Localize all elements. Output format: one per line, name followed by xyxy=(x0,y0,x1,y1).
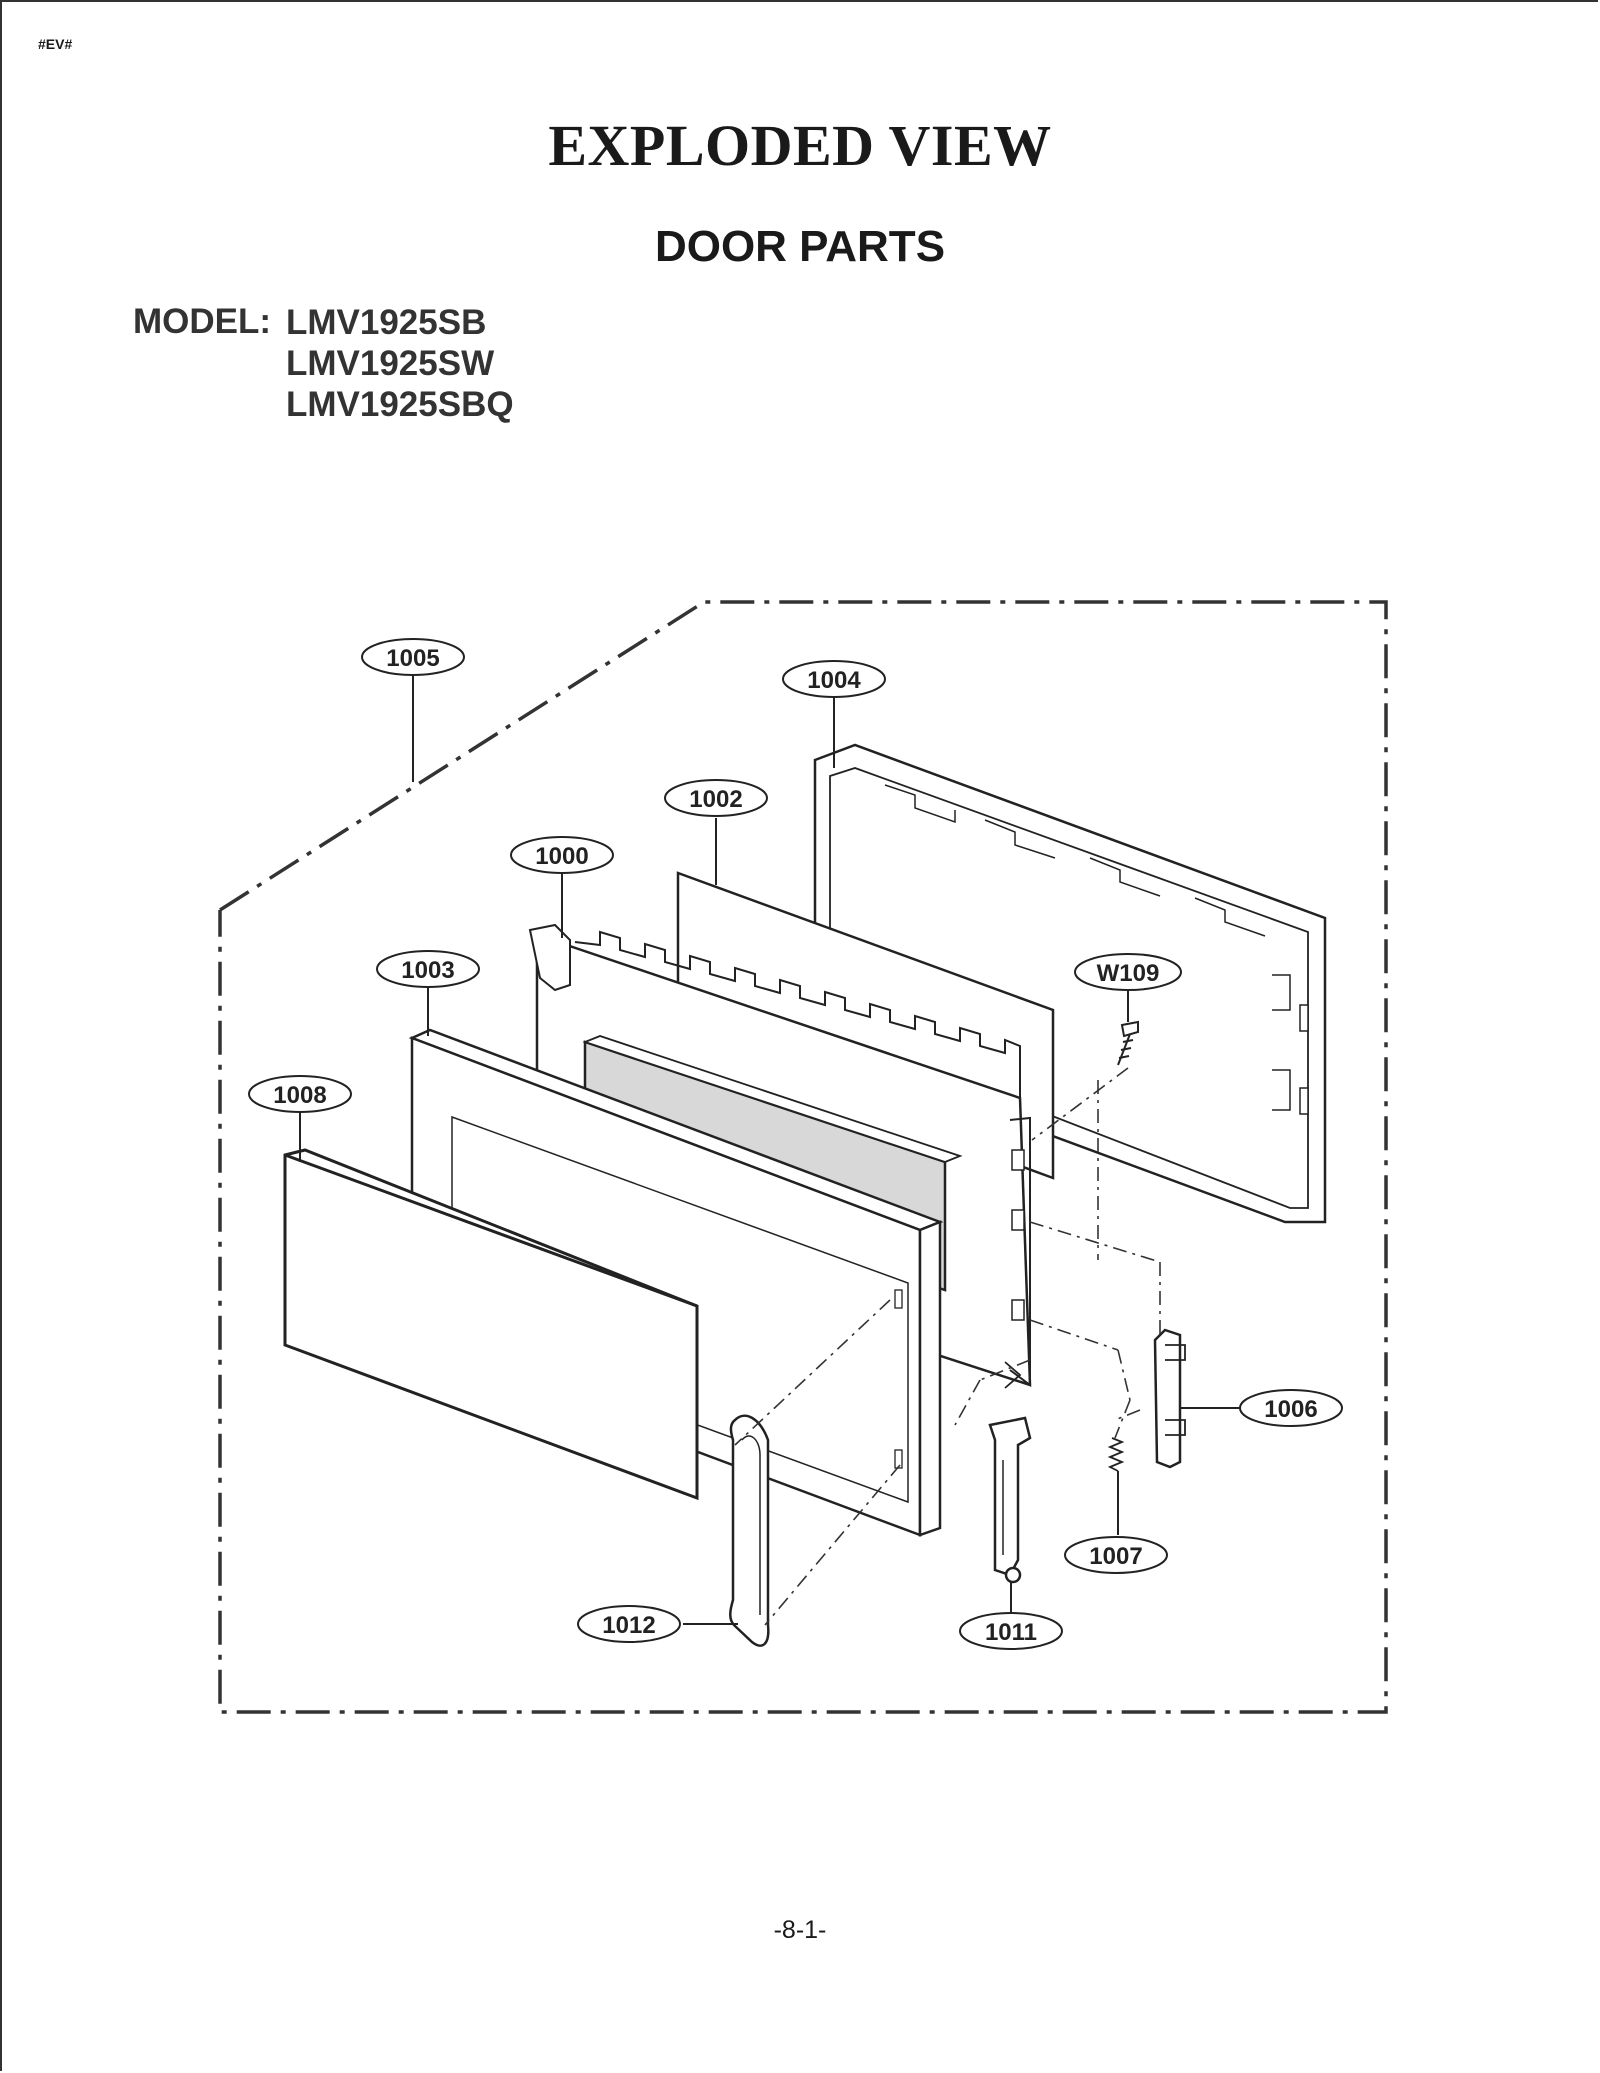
assembly-guides xyxy=(734,1067,1161,1626)
callout-1006 xyxy=(1239,1389,1343,1427)
callout-label-1012: 1012 xyxy=(602,1612,655,1639)
callout-1005 xyxy=(361,638,465,676)
callout-label-1002: 1002 xyxy=(689,786,742,813)
callout-1003 xyxy=(376,950,480,988)
callout-label-w109: W109 xyxy=(1097,960,1160,987)
leader-lines xyxy=(299,675,1240,1625)
part-1003-door-panel xyxy=(408,1028,944,1537)
part-1008-front-glass xyxy=(283,1148,699,1501)
page-number: -8-1- xyxy=(773,1916,827,1944)
callout-1004 xyxy=(782,660,886,698)
model-number: LMV1925SW xyxy=(286,344,495,383)
callout-1002 xyxy=(664,779,768,817)
callout-label-1003: 1003 xyxy=(401,957,454,984)
callout-label-1006: 1006 xyxy=(1264,1396,1317,1423)
part-1007-spring xyxy=(1107,1437,1125,1472)
callout-1011 xyxy=(959,1612,1063,1650)
page-subtitle: DOOR PARTS xyxy=(654,222,946,271)
model-list: LMV1925SB LMV1925SW LMV1925SBQ xyxy=(286,302,514,425)
callout-label-1004: 1004 xyxy=(807,667,861,694)
part-1012-handle xyxy=(729,1414,770,1647)
callout-1007 xyxy=(1064,1536,1168,1574)
part-w109-screw xyxy=(1117,1020,1139,1066)
model-number: LMV1925SB xyxy=(286,303,487,342)
part-1006-lever xyxy=(1153,1328,1186,1469)
assembly-boundary xyxy=(218,600,1388,1714)
section-tag: #EV# xyxy=(38,36,73,52)
callout-label-1011: 1011 xyxy=(985,1619,1037,1646)
callout-label-1007: 1007 xyxy=(1089,1543,1142,1570)
page-title: EXPLODED VIEW xyxy=(548,113,1052,178)
callout-label-1008: 1008 xyxy=(273,1082,326,1109)
part-1011-latch xyxy=(988,1416,1032,1584)
model-label: MODEL: xyxy=(133,302,272,341)
callout-1012 xyxy=(577,1605,681,1643)
model-number: LMV1925SBQ xyxy=(286,385,514,424)
callout-1008 xyxy=(248,1075,352,1113)
callout-1000 xyxy=(510,836,614,874)
callout-w109 xyxy=(1074,953,1182,991)
callout-label-1000: 1000 xyxy=(535,843,588,870)
callouts xyxy=(248,638,1343,1650)
callout-label-1005: 1005 xyxy=(386,645,439,672)
callout-labels: 1005 1004 1002 1000 1003 W109 1008 1006 … xyxy=(273,645,1317,1646)
